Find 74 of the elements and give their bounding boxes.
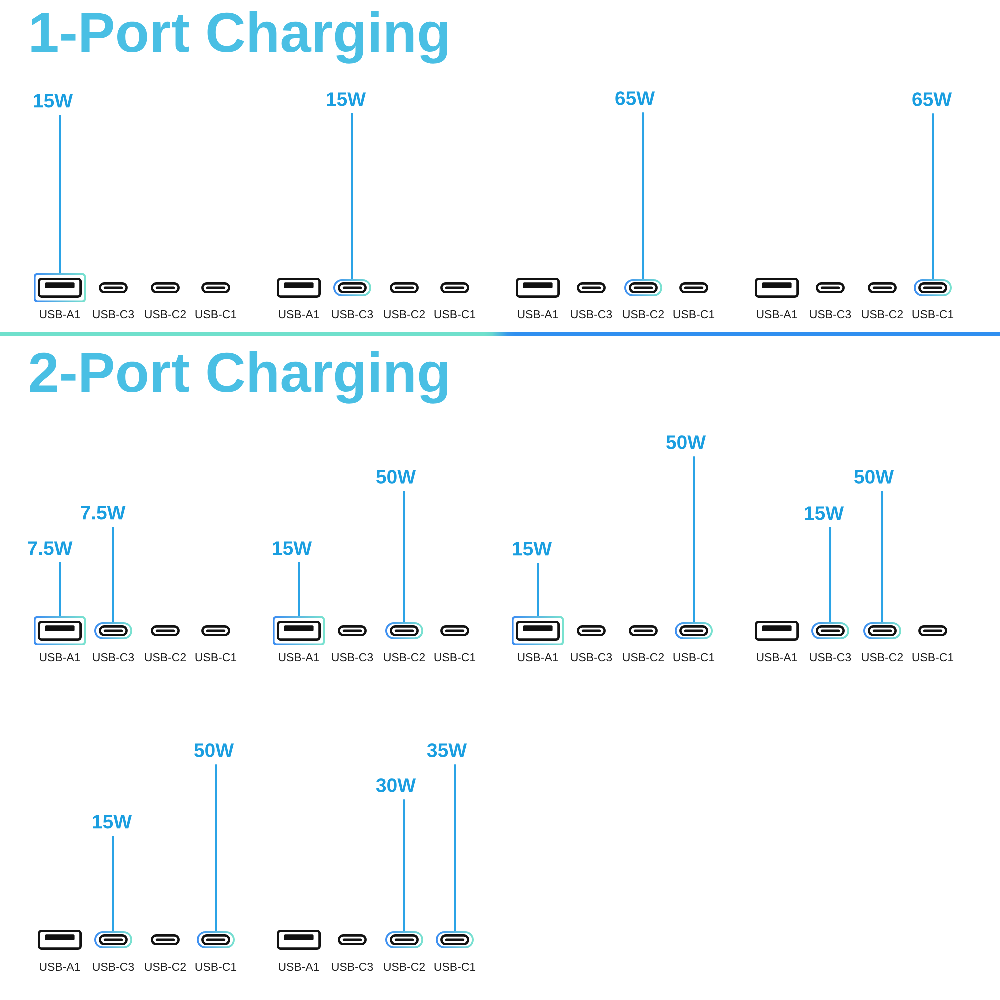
port-label: USB-C1	[196, 310, 237, 319]
wattage-label: 15W	[805, 506, 844, 520]
leader-line	[112, 836, 114, 932]
port-label: USB-C1	[434, 310, 476, 319]
leader-line	[454, 764, 456, 932]
wattage-label: 50W	[666, 436, 706, 450]
port-label: USB-C2	[145, 962, 186, 972]
port-label: USB-C3	[571, 310, 612, 319]
leader-line	[59, 115, 61, 274]
port-label: USB-C3	[332, 653, 374, 662]
port-label: USB-C1	[912, 310, 954, 319]
port-label: USB-C2	[384, 962, 425, 972]
port-label: USB-C3	[93, 310, 134, 319]
port-label: USB-C2	[862, 653, 903, 662]
port-label: USB-C1	[434, 962, 476, 972]
port-label: USB-A1	[279, 962, 320, 972]
port-label: USB-A1	[518, 310, 558, 319]
port-label: USB-C3	[332, 962, 374, 972]
port-label: USB-C3	[93, 962, 134, 972]
wattage-label: 7.5W	[81, 506, 126, 520]
port-label: USB-C1	[912, 653, 954, 662]
wattage-label: 65W	[616, 92, 656, 106]
wattage-label: 15W	[34, 94, 74, 108]
wattage-label: 35W	[427, 744, 468, 758]
port-label: USB-C3	[571, 653, 612, 662]
port-label: USB-C1	[674, 653, 715, 662]
wattage-label: 15W	[273, 542, 312, 556]
wattage-label: 50W	[194, 744, 234, 758]
port-label: USB-A1	[40, 962, 80, 972]
wattage-label: 15W	[513, 542, 552, 556]
port-label: USB-C3	[810, 653, 852, 662]
leader-line	[932, 114, 934, 280]
section-heading: 2-Port Charging	[30, 351, 448, 404]
wattage-label: 50W	[376, 470, 416, 484]
leader-line	[404, 800, 406, 932]
port-label: USB-C2	[623, 653, 664, 662]
port-label: USB-C2	[384, 653, 425, 662]
port-label: USB-A1	[757, 310, 798, 319]
leader-line	[693, 456, 695, 622]
wattage-label: 15W	[93, 815, 132, 829]
port-label: USB-C1	[196, 653, 237, 662]
section-heading: 1-Port Charging	[32, 11, 448, 64]
port-label: USB-C3	[93, 653, 134, 662]
leader-line	[352, 114, 354, 280]
wattage-label: 30W	[376, 778, 416, 792]
port-label: USB-A1	[279, 653, 320, 662]
port-label: USB-C2	[862, 310, 903, 319]
leader-line	[830, 528, 832, 622]
port-label: USB-C2	[623, 310, 664, 319]
leader-line	[404, 491, 406, 622]
port-label: USB-C3	[332, 310, 374, 319]
wattage-label: 50W	[854, 470, 894, 484]
wattage-label: 65W	[912, 92, 952, 106]
port-label: USB-C1	[434, 653, 476, 662]
port-label: USB-C2	[384, 310, 425, 319]
leader-line	[642, 112, 644, 280]
leader-line	[59, 562, 61, 616]
port-label: USB-C1	[674, 310, 715, 319]
port-label: USB-C2	[145, 310, 186, 319]
wattage-label: 15W	[327, 92, 366, 106]
leader-line	[298, 562, 300, 616]
leader-line	[215, 764, 217, 932]
port-label: USB-C1	[196, 962, 237, 972]
leader-line	[537, 563, 539, 616]
port-label: USB-C3	[810, 310, 852, 319]
wattage-label: 7.5W	[28, 542, 73, 556]
port-label: USB-A1	[40, 653, 80, 662]
port-label: USB-A1	[40, 310, 80, 319]
port-label: USB-C2	[145, 653, 186, 662]
port-label: USB-A1	[518, 653, 558, 662]
port-label: USB-A1	[279, 310, 320, 319]
port-label: USB-A1	[757, 653, 798, 662]
leader-line	[882, 491, 884, 622]
leader-line	[112, 527, 114, 622]
